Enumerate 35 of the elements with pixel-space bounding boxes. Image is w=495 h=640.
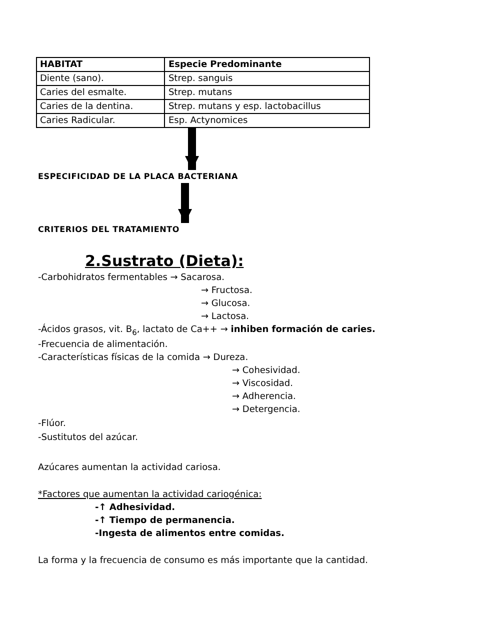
section-title: 2.Sustrato (Dieta):	[85, 252, 244, 270]
habitat-entry: Caries de la dentina.	[40, 102, 134, 112]
text-line: -Frecuencia de alimentación.	[38, 339, 168, 351]
arrow	[178, 183, 192, 223]
text-line: -Flúor.	[38, 418, 66, 430]
species-entry: Strep. mutans	[168, 88, 232, 98]
text-line: -Carbohidratos fermentables → Sacarosa.	[38, 272, 224, 284]
text-line: → Cohesividad.	[232, 365, 300, 377]
text-line: La forma y la frecuencia de consumo es más importante que la cantidad.	[38, 555, 368, 567]
bullet-item: -Ingesta de alimentos entre comidas.	[95, 528, 284, 540]
column-header: HABITAT	[40, 60, 83, 70]
text-line: → Detergencia.	[232, 404, 300, 416]
bullet-item: -↑ Adhesividad.	[95, 502, 176, 514]
text-line: -Características físicas de la comida → Dureza.	[38, 352, 248, 364]
text-line: → Fructosa.	[201, 285, 252, 297]
note-heading: *Factores que aumentan la actividad cariogénica:	[38, 489, 262, 501]
arrow	[185, 128, 199, 170]
text-line: → Adherencia.	[232, 391, 296, 403]
text-line: -Sustitutos del azúcar.	[38, 432, 138, 444]
text-line: → Glucosa.	[201, 298, 250, 310]
data-table	[36, 57, 370, 128]
habitat-entry: Caries Radicular.	[40, 116, 116, 126]
text-line: → Viscosidad.	[232, 378, 293, 390]
text-line: -Ácidos grasos, vit. B$_{6}$, lactato de Ca++ → inhiben formación de caries.	[38, 324, 376, 339]
habitat-entry: Caries del esmalte.	[40, 88, 127, 98]
species-entry: Strep. sanguis	[168, 74, 233, 84]
habitat-entry: Diente (sano).	[40, 74, 104, 84]
bullet-item: -↑ Tiempo de permanencia.	[95, 515, 235, 527]
section-heading: CRITERIOS DEL TRATAMIENTO	[38, 224, 180, 236]
text-line: Azúcares aumentan la actividad cariosa.	[38, 462, 221, 474]
column-header: Especie Predominante	[168, 60, 282, 70]
section-heading: ESPECIFICIDAD DE LA PLACA BACTERIANA	[38, 171, 238, 183]
species-entry: Strep. mutans y esp. lactobacillus	[168, 102, 321, 112]
text-line: → Lactosa.	[201, 311, 249, 323]
species-entry: Esp. Actynomices	[168, 116, 248, 126]
